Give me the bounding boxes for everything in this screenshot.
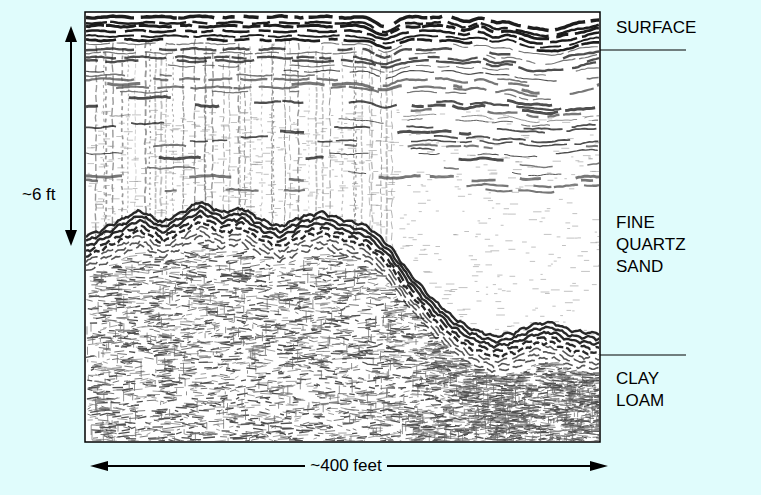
label-text: FINE QUARTZ SAND xyxy=(616,212,690,278)
depth-arrow xyxy=(65,26,77,246)
profile-frame xyxy=(85,12,600,442)
label-text: ~400 feet xyxy=(305,455,386,477)
label-text: CLAY LOAM xyxy=(616,368,690,412)
label-text: SURFACE xyxy=(616,17,696,39)
clay-tick xyxy=(600,355,686,356)
radar-profile xyxy=(86,16,599,441)
label-text: ~6 ft xyxy=(22,184,56,206)
surface-tick xyxy=(600,50,686,51)
